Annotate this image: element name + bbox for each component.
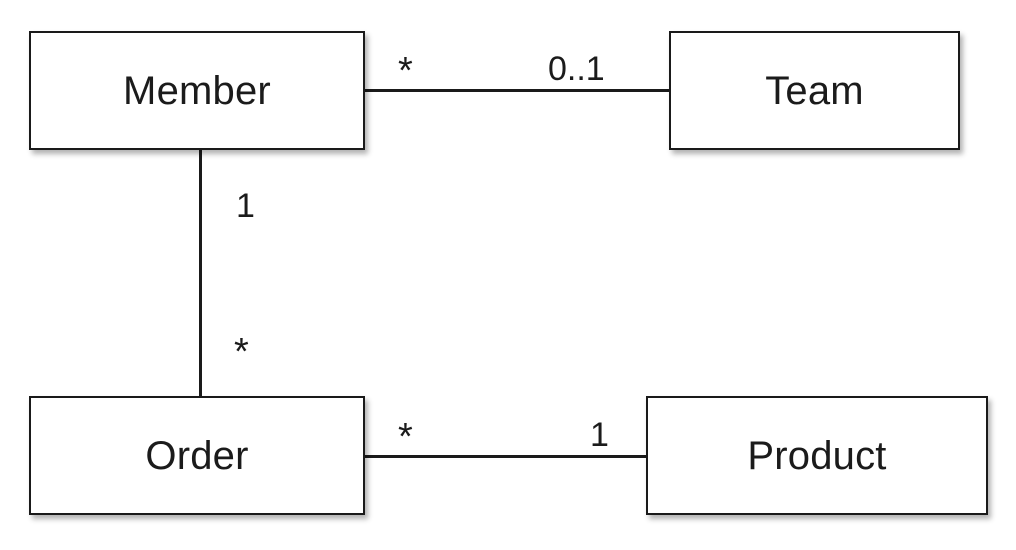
class-name-product: Product [747, 433, 887, 478]
class-box-product[interactable]: Product [646, 396, 988, 515]
class-box-order[interactable]: Order [29, 396, 365, 515]
multiplicity-order-product-source: * [398, 416, 413, 458]
multiplicity-member-team-source: * [398, 50, 413, 92]
multiplicity-order-product-target: 1 [590, 416, 609, 454]
association-line-member-order[interactable] [199, 148, 202, 397]
class-box-member[interactable]: Member [29, 31, 365, 150]
class-name-team: Team [765, 68, 864, 113]
association-line-order-product[interactable] [365, 455, 647, 458]
association-line-member-team[interactable] [365, 89, 671, 92]
multiplicity-member-order-target: * [234, 331, 249, 373]
class-name-order: Order [145, 433, 249, 478]
class-name-member: Member [123, 68, 271, 113]
class-box-team[interactable]: Team [669, 31, 960, 150]
multiplicity-member-order-source: 1 [236, 187, 255, 225]
multiplicity-member-team-target: 0..1 [548, 50, 605, 88]
